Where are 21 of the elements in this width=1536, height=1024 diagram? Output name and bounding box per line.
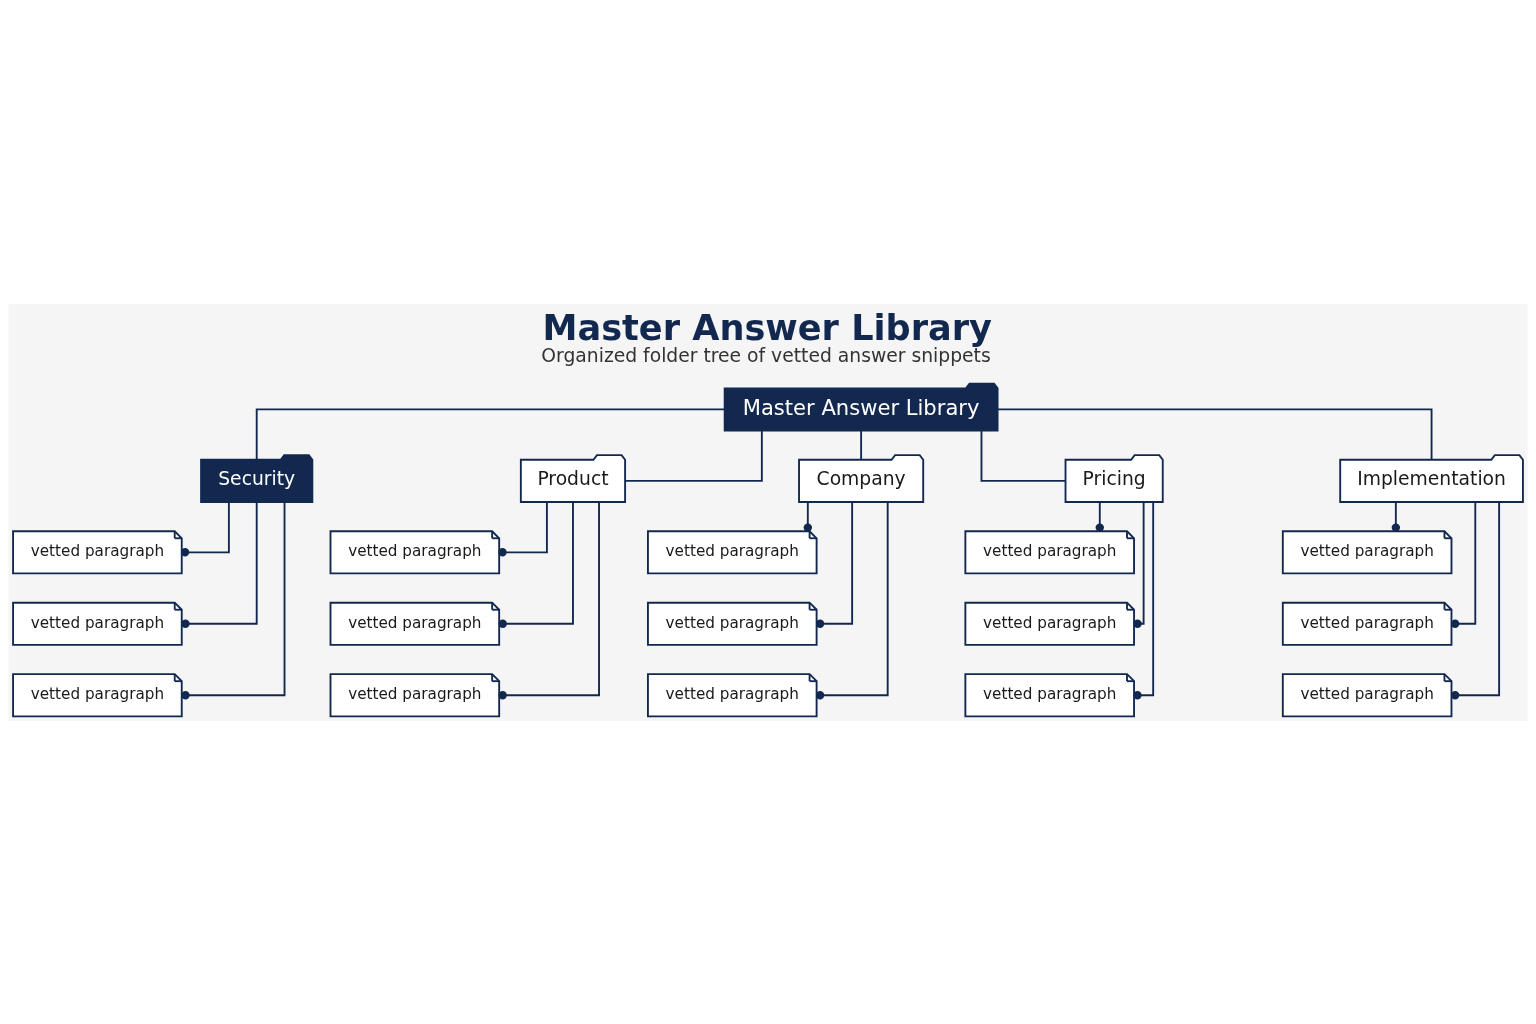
connector	[860, 429, 863, 460]
connector	[498, 500, 574, 628]
connector	[181, 500, 258, 628]
connector	[181, 500, 286, 699]
connector	[1391, 500, 1401, 532]
connector	[803, 500, 813, 532]
connector	[980, 429, 1067, 482]
connector	[996, 408, 1433, 460]
connector	[624, 429, 763, 482]
connector	[815, 500, 854, 628]
connector	[1095, 500, 1104, 532]
connector	[1133, 500, 1145, 628]
connector	[498, 500, 600, 699]
connector	[180, 500, 230, 557]
connector	[1450, 500, 1477, 628]
connector	[498, 500, 548, 557]
connector	[255, 408, 726, 460]
connector	[1450, 500, 1501, 699]
connector	[1133, 500, 1155, 699]
connector	[815, 500, 889, 699]
diagram-title: Master Answer Library	[542, 306, 992, 348]
